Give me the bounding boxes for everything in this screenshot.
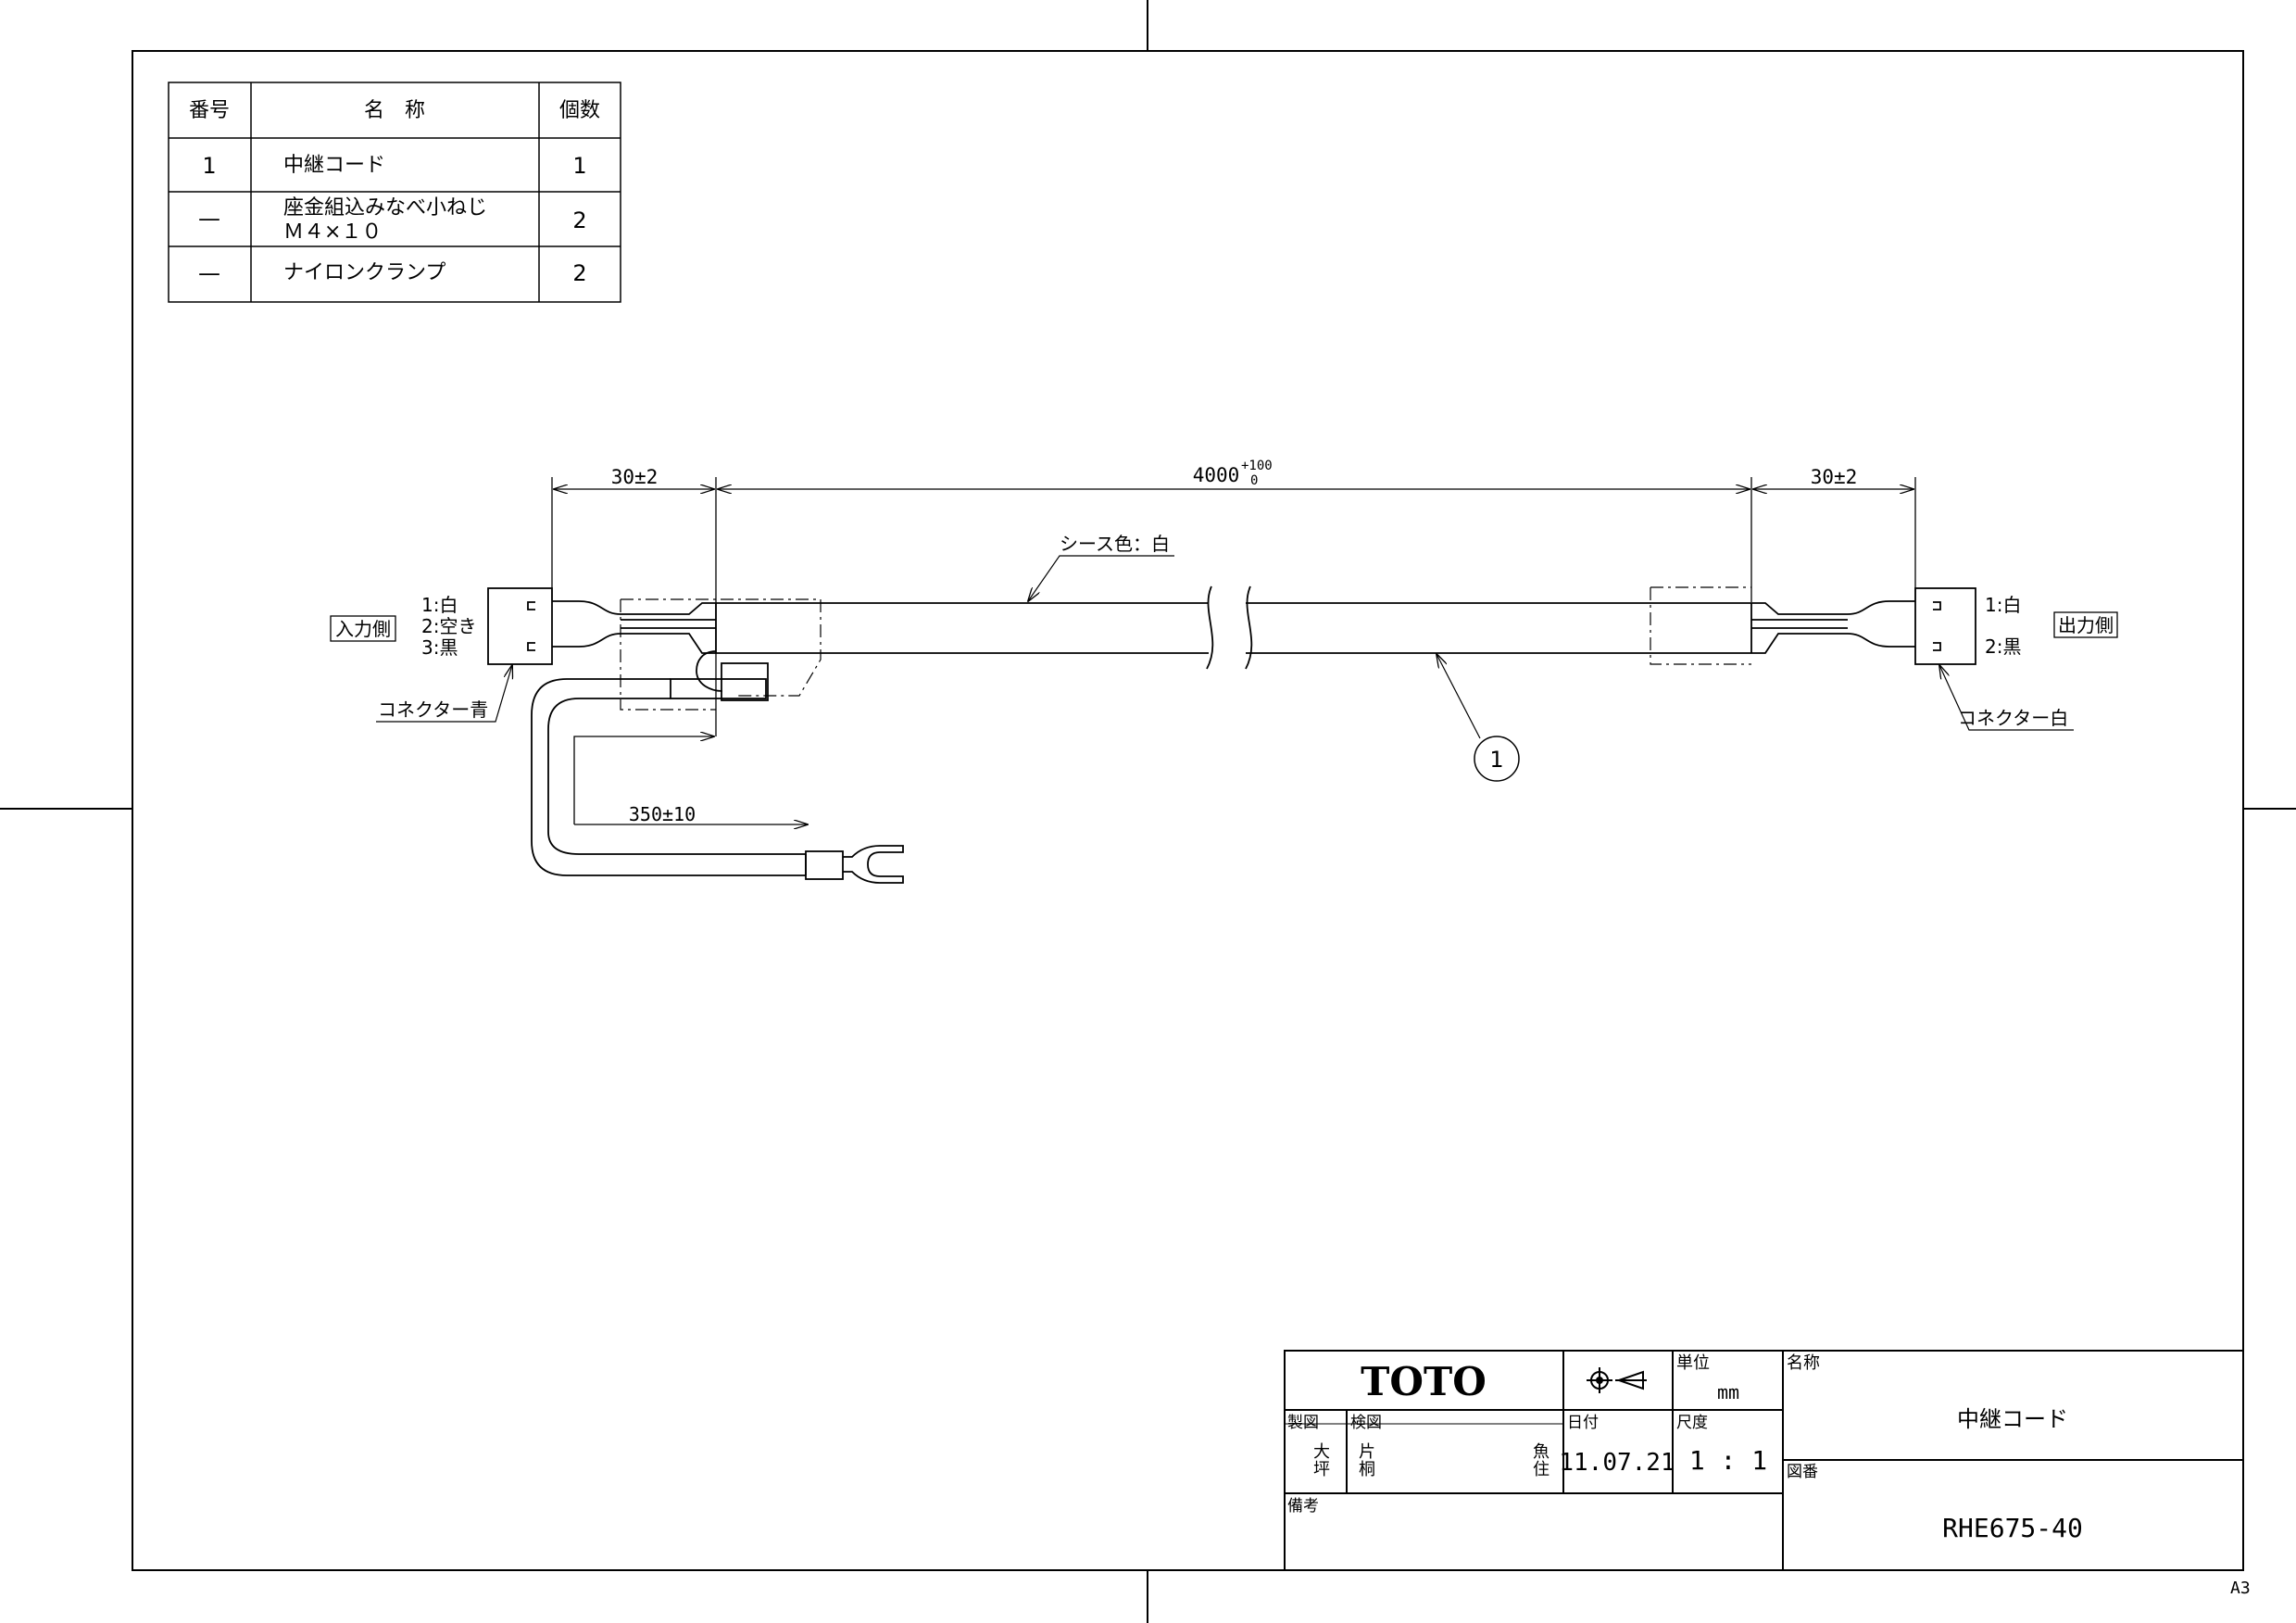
table-row-1-name: 中継コード bbox=[283, 154, 385, 177]
output-side-box bbox=[2053, 611, 2118, 638]
dim-left-lead: 30±2 bbox=[611, 466, 659, 488]
dim-ground-lead: 350±10 bbox=[629, 803, 696, 825]
date-label: 日付 bbox=[1567, 1414, 1599, 1432]
scale-value: 1 : 1 bbox=[1689, 1445, 1767, 1476]
drawing-no-label: 図番 bbox=[1787, 1463, 1818, 1481]
output-pin-1: 1:白 bbox=[1985, 594, 2021, 616]
scale-label: 尺度 bbox=[1676, 1414, 1708, 1432]
table-row-3-number: — bbox=[198, 260, 220, 286]
sheet-size-label: A3 bbox=[2230, 1579, 2251, 1598]
table-row-1-number: 1 bbox=[202, 153, 216, 179]
input-side-box bbox=[330, 615, 396, 642]
unit-value: mm bbox=[1717, 1381, 1739, 1403]
input-pin-2: 2:空き bbox=[421, 615, 476, 637]
parts-table: 番号 名 称 個数 1 中継コード 1 — 座金組込みなべ小ねじ Ｍ４×１０ 2… bbox=[168, 82, 621, 303]
table-header-qty: 個数 bbox=[559, 99, 600, 122]
checked-by-1b: 桐 bbox=[1359, 1460, 1375, 1479]
checked-by-2a: 魚 bbox=[1533, 1442, 1549, 1462]
checked-by-2b: 住 bbox=[1533, 1460, 1549, 1479]
checked-label: 検図 bbox=[1350, 1414, 1382, 1432]
remarks-label: 備考 bbox=[1287, 1497, 1319, 1516]
relay-cord bbox=[487, 585, 1976, 884]
dim-cord-tol-lower: 0 bbox=[1250, 473, 1258, 488]
input-side-label: 入力側 bbox=[335, 618, 391, 640]
table-row-2-number: — bbox=[198, 206, 220, 232]
company-logo: TOTO bbox=[1361, 1359, 1487, 1404]
checked-by-1a: 片 bbox=[1359, 1442, 1375, 1462]
drawing-no-value: RHE675-40 bbox=[1942, 1513, 2083, 1543]
table-row-1-qty: 1 bbox=[572, 153, 586, 179]
sheath-color-label: シース色：白 bbox=[1060, 533, 1170, 555]
date-value: 11.07.21 bbox=[1559, 1449, 1675, 1477]
table-header-name: 名 称 bbox=[364, 99, 425, 122]
sleeve-phantoms bbox=[620, 586, 1751, 711]
connector-blue-label: コネクター青 bbox=[378, 698, 488, 721]
drawn-by-1: 大 bbox=[1313, 1442, 1330, 1462]
connector-white-label: コネクター白 bbox=[1958, 707, 2068, 729]
unit-label: 単位 bbox=[1676, 1353, 1710, 1373]
name-label: 名称 bbox=[1787, 1353, 1820, 1373]
balloon-number: 1 bbox=[1489, 747, 1503, 773]
table-header-number: 番号 bbox=[189, 99, 230, 122]
table-row-2-name-line2: Ｍ４×１０ bbox=[283, 220, 382, 244]
output-pin-2: 2:黒 bbox=[1985, 635, 2021, 658]
output-side-label: 出力側 bbox=[2058, 614, 2114, 636]
dimension-lines bbox=[551, 477, 1916, 736]
drawn-label: 製図 bbox=[1287, 1414, 1319, 1432]
dim-right-lead: 30±2 bbox=[1811, 466, 1858, 488]
ground-dimension bbox=[573, 736, 808, 824]
dim-cord-tol-upper: +100 bbox=[1241, 459, 1273, 473]
table-row-2-name: 座金組込みなべ小ねじ bbox=[283, 196, 487, 220]
table-row-3-qty: 2 bbox=[572, 260, 586, 286]
input-pin-1: 1:白 bbox=[421, 594, 458, 616]
projection-symbol-icon bbox=[1587, 1367, 1647, 1393]
table-row-3-name: ナイロンクランプ bbox=[283, 261, 445, 284]
balloon-circle bbox=[1474, 736, 1520, 782]
leader-lines bbox=[376, 555, 2074, 739]
input-pin-3: 3:黒 bbox=[421, 636, 458, 659]
title-block: TOTO 単位 mm 名称 中継コード 製図 検図 大 坪 片 桐 魚 住 日付… bbox=[1284, 1350, 2244, 1571]
name-value: 中継コード bbox=[1957, 1406, 2068, 1432]
dim-cord-length: 4000 bbox=[1193, 464, 1240, 486]
drawn-by-2: 坪 bbox=[1313, 1460, 1330, 1479]
table-row-2-qty: 2 bbox=[572, 208, 586, 233]
